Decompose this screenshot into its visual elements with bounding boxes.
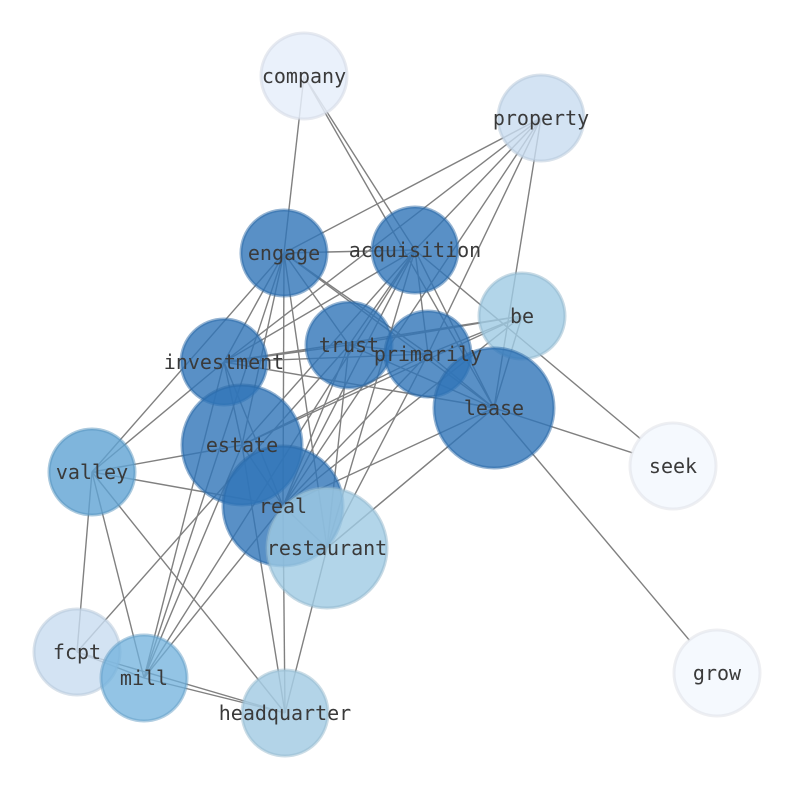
node-label-property: property [493,106,589,130]
edges-layer [76,75,718,714]
node-headquarter[interactable] [240,668,330,758]
node-label-real: real [259,494,307,518]
node-restaurant[interactable] [265,486,389,610]
node-circle-seek[interactable] [628,421,718,511]
node-circle-restaurant[interactable] [265,486,389,610]
node-company[interactable] [259,31,349,121]
node-seek[interactable] [628,421,718,511]
node-circle-company[interactable] [259,31,349,121]
node-label-engage: engage [248,241,320,265]
node-label-restaurant: restaurant [267,536,387,560]
edge-property-engage [283,117,542,254]
node-label-seek: seek [649,454,697,478]
node-label-mill: mill [120,666,168,690]
node-circle-headquarter[interactable] [240,668,330,758]
node-label-fcpt: fcpt [53,640,101,664]
node-label-primarily: primarily [374,342,482,366]
node-label-valley: valley [56,460,128,484]
node-circle-property[interactable] [496,73,586,163]
node-label-lease: lease [464,396,524,420]
node-circle-lease[interactable] [432,346,556,470]
edge-valley-headquarter [91,471,286,714]
node-lease[interactable] [432,346,556,470]
node-engage[interactable] [239,208,329,298]
node-circle-grow[interactable] [672,628,762,718]
node-label-company: company [262,64,346,88]
node-label-be: be [510,304,534,328]
node-label-trust: trust [319,333,379,357]
node-acquisition[interactable] [370,205,460,295]
edge-acquisition-seek [414,249,674,467]
node-valley[interactable] [47,427,137,517]
node-circle-engage[interactable] [239,208,329,298]
node-mill[interactable] [99,633,189,723]
node-circle-valley[interactable] [47,427,137,517]
node-property[interactable] [496,73,586,163]
node-label-investment: investment [164,350,284,374]
node-label-grow: grow [693,661,742,685]
node-circle-mill[interactable] [99,633,189,723]
edge-property-real [282,117,542,507]
node-grow[interactable] [672,628,762,718]
node-label-acquisition: acquisition [349,238,481,262]
nodes-layer: company property engage acquisition be trustp… [32,31,762,758]
node-circle-acquisition[interactable] [370,205,460,295]
node-label-headquarter: headquarter [219,701,351,725]
node-label-estate: estate [206,433,278,457]
